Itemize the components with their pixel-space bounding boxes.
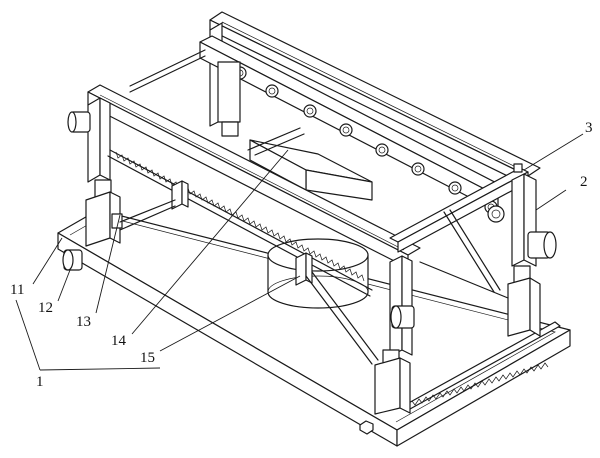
label-13: 13 bbox=[76, 314, 91, 330]
reference-numerals: 1 11 12 13 14 15 2 3 bbox=[10, 120, 593, 390]
center-cylinder bbox=[267, 238, 369, 309]
label-14: 14 bbox=[111, 333, 127, 349]
leader-lines bbox=[15, 133, 584, 371]
base-plate bbox=[57, 209, 571, 447]
center-box bbox=[247, 127, 373, 201]
left-feet bbox=[62, 249, 83, 271]
back-frame bbox=[129, 11, 541, 214]
label-3: 3 bbox=[585, 120, 593, 136]
label-15: 15 bbox=[140, 350, 155, 366]
label-11: 11 bbox=[10, 282, 24, 298]
right-frame bbox=[389, 163, 557, 337]
front-frame bbox=[67, 84, 421, 415]
label-1: 1 bbox=[36, 374, 44, 390]
label-2: 2 bbox=[580, 174, 588, 190]
roller-row bbox=[233, 66, 498, 214]
label-12: 12 bbox=[38, 300, 53, 316]
